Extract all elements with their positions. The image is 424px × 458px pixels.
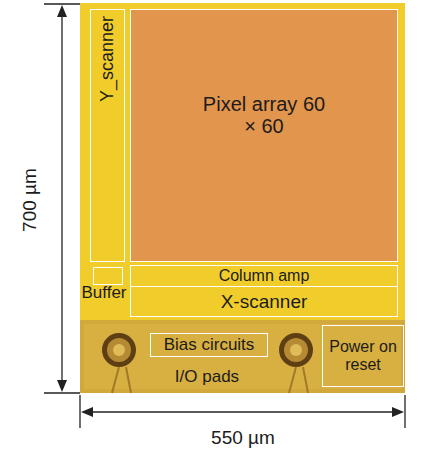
bond-pad: [102, 333, 136, 367]
arrowhead: [57, 380, 67, 392]
reset-block: Power on reset: [322, 325, 404, 387]
buffer-block: Buffer: [93, 267, 123, 285]
extension-line: [404, 395, 405, 428]
pad-ball: [113, 344, 125, 356]
pad-band: [80, 320, 405, 393]
block-label: Pixel array 60 × 60: [199, 93, 329, 138]
die: [80, 3, 405, 393]
pad-band-shade: [84, 324, 401, 389]
dimension-label: 700 µm: [20, 168, 41, 232]
arrowhead: [392, 407, 404, 417]
bias-block: Bias circuits: [150, 333, 268, 357]
pad-ring: [102, 333, 136, 367]
pad-body: [107, 338, 131, 362]
block-label: Y_scanner: [97, 16, 117, 102]
block-label: Bias circuits: [164, 335, 255, 354]
amp-block: Column amp: [130, 265, 398, 287]
arrowhead: [57, 5, 67, 17]
block-label: X-scanner: [221, 291, 308, 312]
dimension-lines: [44, 4, 405, 428]
bond-wire: [112, 367, 308, 393]
block-label: Power on reset: [325, 338, 401, 374]
extension-line: [44, 392, 80, 393]
extension-line: [44, 3, 80, 4]
scanner-block: X-scanner: [130, 286, 398, 317]
arrowheads: [57, 5, 404, 417]
pad-ball: [290, 344, 302, 356]
pixel-array: Pixel array 60 × 60: [130, 9, 398, 262]
block-label: Buffer: [81, 283, 126, 302]
pad-label: I/O pads: [175, 368, 239, 387]
extension-line: [79, 395, 80, 428]
arrowhead: [81, 407, 93, 417]
dimension-line: [61, 14, 62, 383]
pad-body: [284, 338, 308, 362]
bond-pad: [279, 333, 313, 367]
scanner-block: Y_scanner: [90, 9, 125, 262]
pad-ring: [279, 333, 313, 367]
dimension-label: 550 µm: [211, 428, 275, 449]
block-label: Column amp: [219, 267, 310, 285]
dimension-line: [90, 411, 395, 412]
